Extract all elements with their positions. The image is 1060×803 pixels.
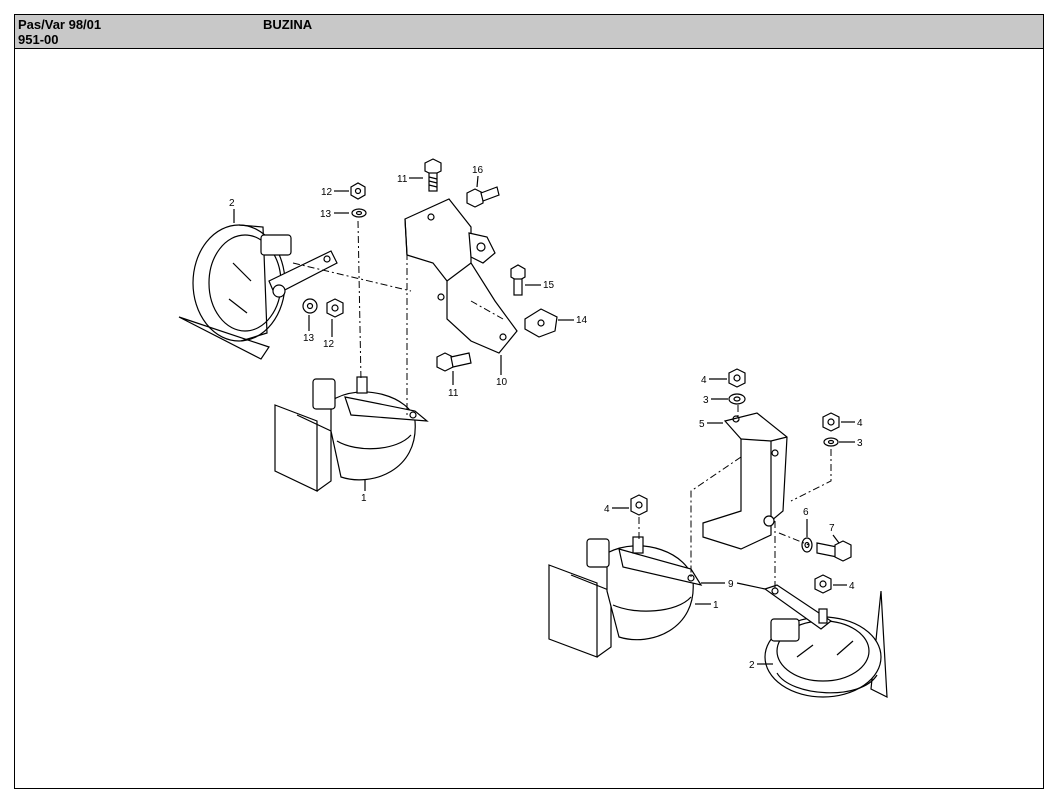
svg-text:11: 11	[397, 174, 408, 185]
callout-4-right: 4	[841, 418, 863, 429]
callout-15: 15	[525, 280, 555, 291]
nut-4-mid	[630, 494, 648, 516]
svg-text:7: 7	[829, 523, 835, 534]
svg-text:4: 4	[849, 581, 855, 592]
svg-text:10: 10	[496, 377, 508, 388]
callout-10: 10	[496, 355, 508, 388]
svg-text:11: 11	[448, 388, 459, 399]
callout-6: 6	[803, 507, 809, 537]
bracket-5	[702, 412, 788, 550]
callout-16: 16	[472, 165, 484, 188]
svg-text:15: 15	[543, 280, 555, 291]
nut-4-lower	[814, 574, 832, 594]
horn-1-right	[548, 536, 703, 658]
callout-14: 14	[558, 315, 588, 326]
svg-text:1: 1	[713, 600, 719, 611]
svg-text:5: 5	[699, 419, 705, 430]
svg-text:12: 12	[321, 187, 333, 198]
bracket-10	[404, 198, 518, 354]
callout-7: 7	[829, 523, 840, 544]
svg-text:12: 12	[323, 339, 335, 350]
group-number: 951-00	[18, 32, 59, 47]
horn-1-left	[274, 376, 429, 492]
callout-11-bottom: 11	[448, 371, 459, 399]
nut-12-top	[350, 182, 366, 200]
bolt-7	[816, 540, 852, 562]
svg-text:13: 13	[303, 333, 315, 344]
washer-13-left	[302, 298, 318, 314]
washer-6	[801, 537, 813, 553]
callout-4-mid: 4	[604, 504, 629, 515]
page-frame: Pas/Var 98/01 951-00 BUZINA	[14, 14, 1044, 789]
callout-13-top: 13	[320, 209, 349, 220]
callout-4-upper: 4	[701, 375, 727, 386]
callout-9: 9	[701, 579, 766, 590]
nut-4-right	[822, 412, 840, 432]
svg-text:14: 14	[576, 315, 588, 326]
horn-2-right	[763, 584, 888, 698]
svg-text:3: 3	[703, 395, 709, 406]
nut-4-upper	[728, 368, 746, 388]
bolt-16	[466, 186, 500, 208]
header-bar: Pas/Var 98/01 951-00 BUZINA	[15, 15, 1043, 49]
bolt-11-bottom	[436, 352, 472, 372]
callout-11-top: 11	[397, 174, 423, 185]
svg-text:16: 16	[472, 165, 484, 176]
clip-nut-14	[524, 308, 558, 338]
svg-text:1: 1	[361, 493, 367, 504]
callout-2-left: 2	[229, 198, 235, 223]
nut-12-left	[326, 298, 344, 318]
parts-diagram: 2 12 13 11 16 15 14 13 12 11 10	[178, 158, 888, 698]
model-label: Pas/Var 98/01	[18, 17, 102, 32]
svg-text:3: 3	[857, 438, 863, 449]
callout-1-left: 1	[361, 479, 367, 504]
horn-2-left	[178, 224, 338, 360]
washer-3-right	[823, 437, 839, 447]
callout-5: 5	[699, 419, 723, 430]
callout-12-top: 12	[321, 187, 349, 198]
svg-text:6: 6	[803, 507, 809, 518]
bolt-15	[510, 264, 526, 296]
callout-3-right: 3	[839, 438, 863, 449]
callout-13-left: 13	[303, 315, 315, 344]
callout-12-left: 12	[323, 319, 335, 350]
svg-text:4: 4	[857, 418, 863, 429]
callout-1-right: 1	[695, 600, 719, 611]
svg-text:2: 2	[229, 198, 235, 209]
svg-text:9: 9	[728, 579, 734, 590]
callout-2-right: 2	[749, 660, 773, 671]
washer-13-top	[351, 208, 367, 218]
svg-text:2: 2	[749, 660, 755, 671]
callout-4-lower: 4	[833, 581, 855, 592]
page-title: BUZINA	[263, 17, 313, 32]
bolt-11-top	[424, 158, 442, 192]
svg-text:13: 13	[320, 209, 332, 220]
svg-text:4: 4	[701, 375, 707, 386]
washer-3-upper	[728, 393, 746, 405]
callout-3-upper: 3	[703, 395, 728, 406]
svg-text:4: 4	[604, 504, 610, 515]
